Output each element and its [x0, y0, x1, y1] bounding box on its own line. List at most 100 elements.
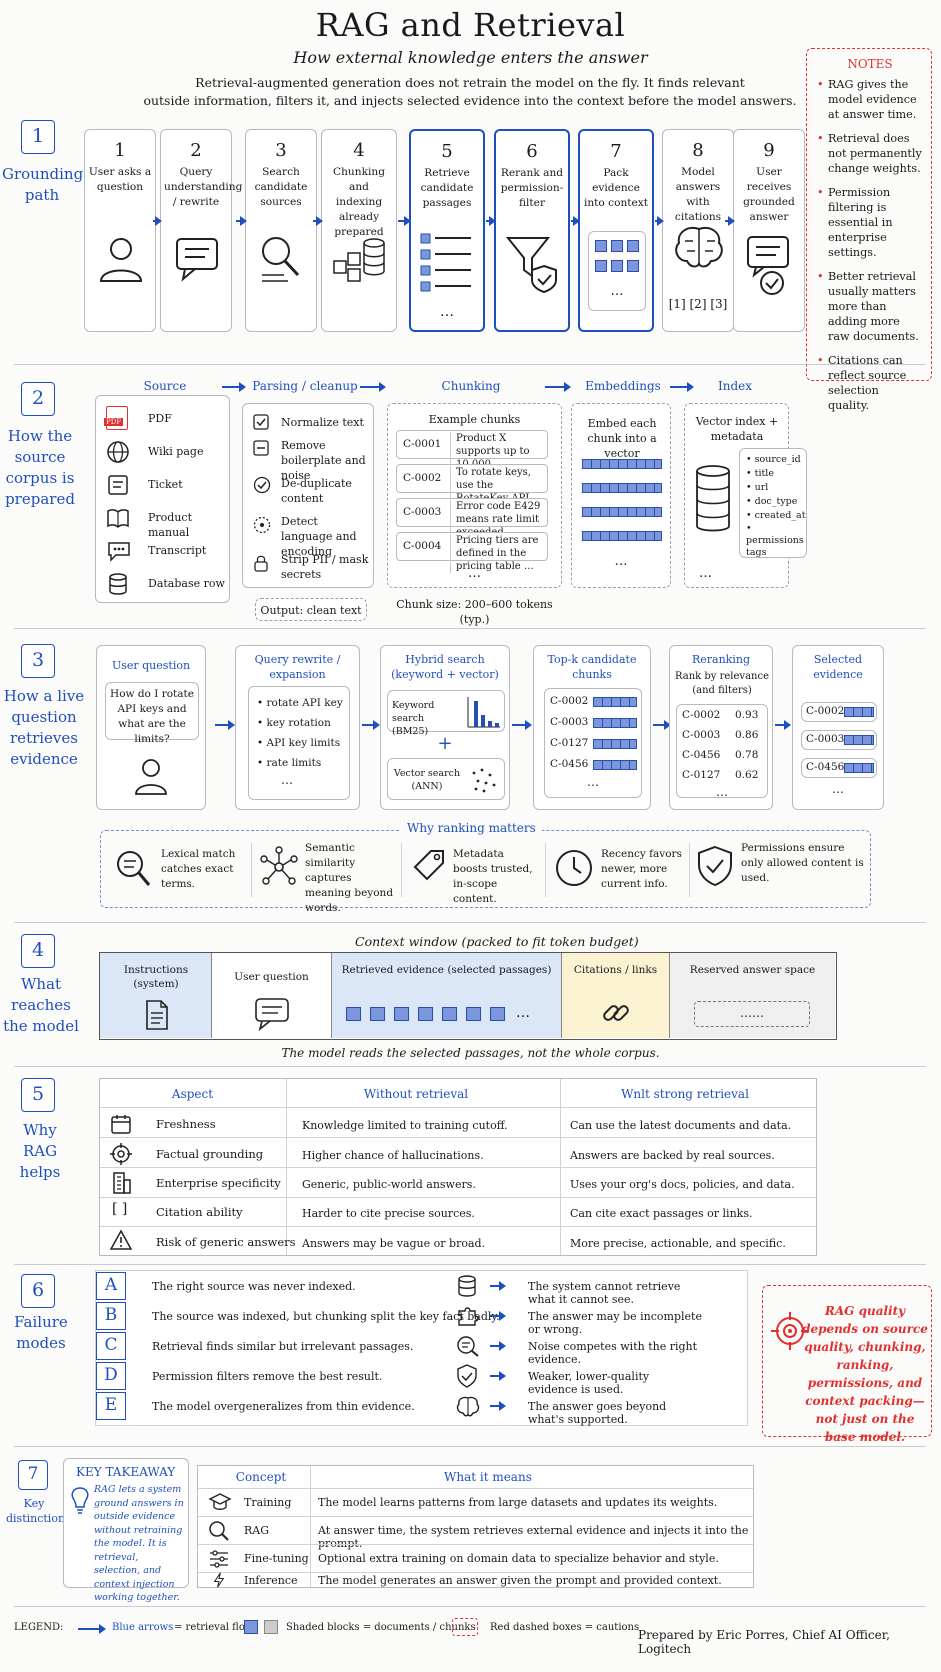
without-cell: Generic, public-world answers. [302, 1178, 476, 1191]
rewrite-title: Query rewrite / expansion [254, 653, 341, 681]
vector-bar [593, 718, 637, 728]
takeaway-text: RAG lets a system ground answers in outs… [94, 1484, 184, 1603]
note-item: Permission filtering is essential in ent… [817, 185, 923, 260]
rewrite-term: • key rotation [257, 717, 331, 729]
section-divider [14, 1606, 926, 1607]
answer-check-icon [747, 236, 789, 295]
failure-letter: A [96, 1272, 126, 1300]
meaning-cell: The model learns patterns from large dat… [318, 1496, 718, 1509]
user-question-card: User question How do I rotate API keys a… [96, 645, 206, 810]
checkbox-icon [253, 414, 269, 430]
table-header: Concept [235, 1470, 287, 1484]
note-item: Retrieval does not permanently change we… [817, 131, 923, 176]
section-divider [14, 922, 926, 923]
bar-graph-icon [467, 697, 500, 728]
selected-row: C-0003 [801, 730, 877, 750]
failure-cause: The model overgeneralizes from thin evid… [152, 1400, 415, 1413]
shield-check-icon [457, 1364, 477, 1388]
without-cell: Answers may be vague or broad. [302, 1237, 486, 1250]
section-divider [14, 628, 926, 629]
rerank-score: 0.86 [735, 729, 759, 741]
rewrite-term: • rate limits [257, 757, 322, 769]
table-header: Without retrieval [363, 1087, 469, 1101]
context-col-label: Citations / links [573, 964, 658, 976]
metadata-field: • url [746, 482, 769, 493]
step-number: 5 [441, 141, 453, 162]
legend-block-gray [264, 1620, 278, 1634]
link-icon [603, 1005, 629, 1021]
plus-sign: + [437, 733, 453, 754]
section-label-2: How the source corpus is prepared [5, 427, 75, 508]
tag-icon [413, 850, 444, 881]
evidence-block [611, 240, 623, 252]
context-window: Instructions (system) User question Retr… [99, 952, 837, 1040]
corpus-header-index: Index [717, 379, 753, 393]
vector-bar [593, 739, 637, 749]
topk-ellipsis: … [587, 775, 599, 789]
context-citations: Citations / links [562, 953, 670, 1038]
step-text: Pack evidence into context [583, 167, 649, 209]
cleanup-item: Remove boilerplate and noise [281, 439, 366, 482]
legend-label: LEGEND: [14, 1622, 64, 1633]
evidence-block [611, 260, 623, 272]
embed-ellipsis: … [614, 554, 628, 569]
keyword-search-label: Keyword search (BM25) [392, 700, 435, 737]
embed-label: Embed each chunk into a vector [587, 417, 657, 460]
flow-arrow [490, 1281, 506, 1291]
corpus-header-chunking: Chunking [441, 379, 501, 393]
step-8-card: 8 Model answers with citations [1] [2] [… [662, 129, 734, 332]
step-ellipsis: … [440, 304, 454, 320]
source-item: Database row [148, 577, 225, 590]
with-cell: More precise, actionable, and specific. [570, 1237, 786, 1250]
calendar-icon [111, 1115, 131, 1134]
cleanup-box: Normalize text Remove boilerplate and no… [242, 403, 374, 588]
rerank-score: 0.62 [735, 769, 759, 781]
chat-bubble-icon [255, 998, 289, 1031]
source-item: Wiki page [148, 445, 204, 458]
lightbulb-icon [71, 1487, 89, 1514]
index-box: Vector index + metadata • source_id • ti… [684, 403, 807, 588]
section-divider [14, 364, 926, 365]
shield-check-icon [698, 845, 732, 887]
rerank-title: Reranking [691, 653, 750, 666]
document-icon [146, 1000, 168, 1030]
step-4-card: 4 Chunking and indexing already prepared [321, 129, 397, 332]
flow-arrow [362, 720, 380, 730]
rerank-score: 0.93 [735, 709, 759, 721]
meaning-cell: Optional extra training on domain data t… [318, 1552, 719, 1565]
failure-cause: The source was indexed, but chunking spl… [152, 1310, 500, 1323]
section-number-1: 1 [21, 120, 55, 154]
without-cell: Knowledge limited to training cutoff. [302, 1119, 508, 1132]
source-item: Ticket [148, 478, 183, 491]
section-number-6: 6 [21, 1274, 55, 1308]
metadata-field: • created_at [746, 510, 806, 521]
reranking-card: Reranking Rank by relevance (and filters… [669, 645, 773, 810]
topk-card: Top-k candidate chunks C-0002 C-0003 C-0… [533, 645, 651, 810]
keyword-search-box: Keyword search (BM25) [387, 690, 505, 737]
vector-db-icon [696, 465, 730, 532]
topk-id: C-0003 [550, 716, 589, 728]
failure-effect: Weaker, lower-quality evidence is used. [528, 1370, 650, 1396]
step-1-card: 1 User asks a question [84, 129, 156, 332]
flow-arrow [398, 216, 411, 226]
target-icon [110, 1143, 132, 1165]
step-5-card: 5 Retrieve candidate passages … [409, 129, 485, 332]
selected-row: C-0002 [801, 702, 877, 722]
section-label-5: Why RAG helps [19, 1121, 61, 1181]
cleanup-item: Normalize text [281, 416, 364, 429]
example-chunks-title: Example chunks [428, 413, 521, 426]
legend-arrow-name: Blue arrows [112, 1622, 174, 1633]
step-number: 6 [526, 141, 538, 162]
caution-box: RAG quality depends on source quality, c… [762, 1285, 932, 1444]
section-divider [14, 1264, 926, 1265]
failure-letter: E [96, 1392, 126, 1420]
vector-bar [582, 483, 662, 493]
database-icon [109, 573, 127, 595]
why-item: Metadata boosts trusted, in-scope conten… [453, 848, 533, 905]
selected-title: Selected evidence [813, 653, 863, 681]
step-6-card: 6 Rerank and permission-filter [494, 129, 570, 332]
section-label-7: Key distinctions [6, 1497, 71, 1525]
failure-row: A The right source was never indexed. Th… [96, 1272, 702, 1306]
legend-red-desc: Red dashed boxes = cautions [490, 1622, 640, 1633]
